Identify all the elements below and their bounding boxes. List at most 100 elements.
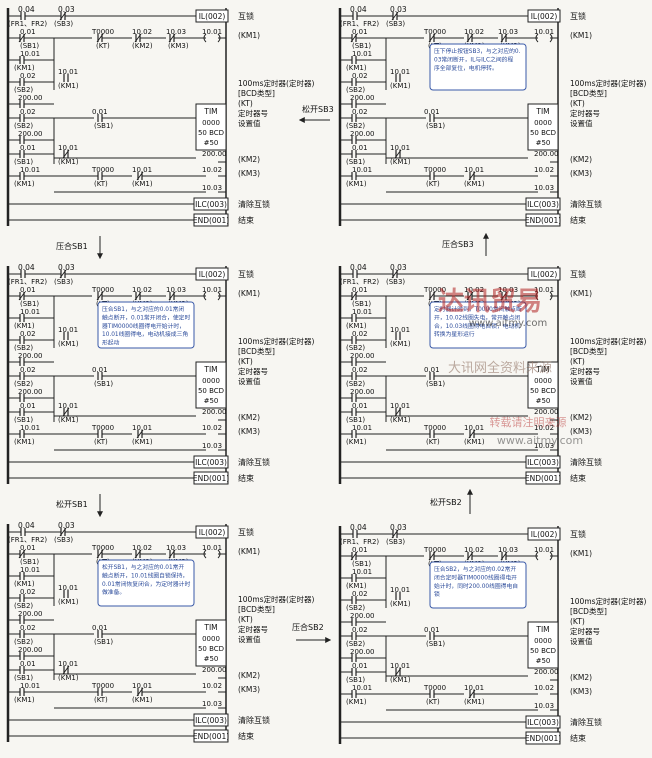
sb1-label: (SB1)	[20, 42, 39, 50]
clear-side-label: 清除互锁	[238, 199, 270, 209]
ilc-label: ILC(003)	[527, 200, 559, 209]
no-contact-symbol	[395, 592, 401, 600]
end-side-label: 结束	[570, 215, 586, 225]
contact-t0000-b: T0000	[91, 166, 114, 174]
sb3-label: (SB3)	[386, 278, 405, 286]
ilc-instruction-box	[193, 197, 229, 211]
note-text: 转换为星形运行	[434, 330, 475, 338]
ilc-label: ILC(003)	[195, 716, 227, 725]
transition-23-label: 松开SB1	[56, 499, 88, 509]
sb2-label-b: (SB2)	[346, 122, 365, 130]
contact-0-02-b: 0.02	[20, 366, 36, 374]
km1-side-label: (KM1)	[570, 289, 592, 298]
contact-0-01-b: 0.01	[424, 108, 440, 116]
bcd-side-label: [BCD类型]	[570, 346, 607, 356]
tim-bcd: 50 BCD	[530, 387, 556, 395]
contact-10-03: 10.03	[498, 286, 518, 294]
km2-side-label: (KM2)	[238, 413, 260, 422]
contact-10-01-c: 10.01	[390, 402, 410, 410]
bcd-side-label: [BCD类型]	[570, 606, 607, 616]
end-instruction-box	[525, 471, 561, 485]
note-text: 0.01常闭恢复闭合，为定时器计时	[102, 580, 190, 588]
contact-t0000: T0000	[91, 544, 114, 552]
setv-side-label: 设置值	[238, 118, 261, 128]
note-text: 压合SB2，与之对应的0.02常开	[434, 565, 516, 573]
transition-45-label: 松开SB2	[430, 497, 462, 507]
sb2-label-b: (SB2)	[346, 380, 365, 388]
note-text: 10.01线圈得电，电动机接成三角	[102, 330, 188, 338]
end-label: END(001)	[193, 474, 229, 483]
tnum-side-label: 定时器号	[238, 624, 268, 634]
sb1-label-b: (SB1)	[426, 640, 445, 648]
contact-0-01-a: 0.01	[352, 546, 368, 554]
contact-0-01-a: 0.01	[20, 544, 36, 552]
km3-label: (KM3)	[168, 42, 189, 50]
sb1-label-c: (SB1)	[14, 674, 33, 682]
il-instruction-box	[195, 525, 229, 539]
km2-side-label: (KM2)	[570, 673, 592, 682]
contact-10-02: 10.02	[132, 286, 152, 294]
km1-label-a: (KM1)	[346, 64, 367, 72]
contact-10-01-d: 10.01	[20, 424, 40, 432]
tim-title: TIM	[535, 365, 549, 374]
sb2-label-a: (SB2)	[346, 344, 365, 352]
contact-0-01-c: 0.01	[352, 402, 368, 410]
tim-setvalue: #50	[536, 397, 551, 405]
sb3-label: (SB3)	[386, 538, 405, 546]
fr-label: (FR1、FR2)	[8, 536, 47, 544]
contact-10-01-b: 10.01	[58, 584, 78, 592]
tim-number: 0000	[534, 377, 552, 385]
kt-label-b: (KT)	[426, 698, 440, 706]
contact-10-01-e: 10.01	[464, 424, 484, 432]
tim-title: TIM	[535, 625, 549, 634]
end-instruction-box	[525, 731, 561, 745]
contact-10-01-e: 10.01	[132, 424, 152, 432]
km1-label-c: (KM1)	[390, 416, 411, 424]
setv-side-label: 设置值	[238, 634, 261, 644]
sb1-label-c: (SB1)	[346, 676, 365, 684]
coil-200-00: 200.00	[534, 668, 559, 676]
km1-label-a: (KM1)	[346, 582, 367, 590]
contact-t0000: T0000	[423, 286, 446, 294]
contact-10-01-a: 10.01	[20, 50, 40, 58]
coil-10-03: 10.03	[202, 442, 222, 450]
note-text: 始计时，同时200.00线圈得电自	[434, 582, 518, 590]
transition-12-label: 压合SB1	[56, 241, 88, 251]
kt-side-label: (KT)	[570, 617, 585, 626]
ilc-label: ILC(003)	[527, 458, 559, 467]
timer-box	[195, 103, 227, 151]
end-side-label: 结束	[238, 473, 254, 483]
tim-bcd: 50 BCD	[198, 645, 224, 653]
contact-10-01-b: 10.01	[390, 326, 410, 334]
contact-200-00-a: 200.00	[18, 94, 43, 102]
end-side-label: 结束	[238, 215, 254, 225]
sb1-label-b: (SB1)	[426, 122, 445, 130]
coil-10-03: 10.03	[534, 702, 554, 710]
coil-10-01: 10.01	[534, 546, 554, 554]
km1-label-c: (KM1)	[390, 676, 411, 684]
ilc-instruction-box	[525, 715, 561, 729]
km2-side-label: (KM2)	[238, 671, 260, 680]
watermark: 达讯贸易www.aitmy.com大讯网全资料来源转载请注明来源www.aitm…	[438, 287, 583, 447]
sb2-label-b: (SB2)	[14, 380, 33, 388]
km1-label-a: (KM1)	[14, 580, 35, 588]
contact-10-01-b: 10.01	[390, 68, 410, 76]
watermark-line-1: 大讯网全资料来源	[448, 360, 552, 376]
nc-contact-symbol	[394, 407, 402, 417]
il-label: IL(002)	[531, 530, 558, 539]
km1-label-c: (KM1)	[58, 674, 79, 682]
note-bubble: 定时器计时到，T0000常闭触点断开，10.02线圈失电，常开触点闭合，10.0…	[429, 301, 527, 349]
contact-0-02-b: 0.02	[20, 624, 36, 632]
km1-label-a: (KM1)	[14, 64, 35, 72]
setv-side-label: 设置值	[570, 376, 593, 386]
km1-label-d: (KM1)	[14, 180, 35, 188]
contact-0-03: 0.03	[58, 521, 75, 530]
sb1-label-c: (SB1)	[14, 416, 33, 424]
timer-box	[527, 621, 559, 669]
contact-0-01-c: 0.01	[20, 402, 36, 410]
watermark-brand: 达讯贸易	[438, 287, 542, 317]
timer-side-label: 100ms定时器(定时器)	[570, 596, 646, 606]
